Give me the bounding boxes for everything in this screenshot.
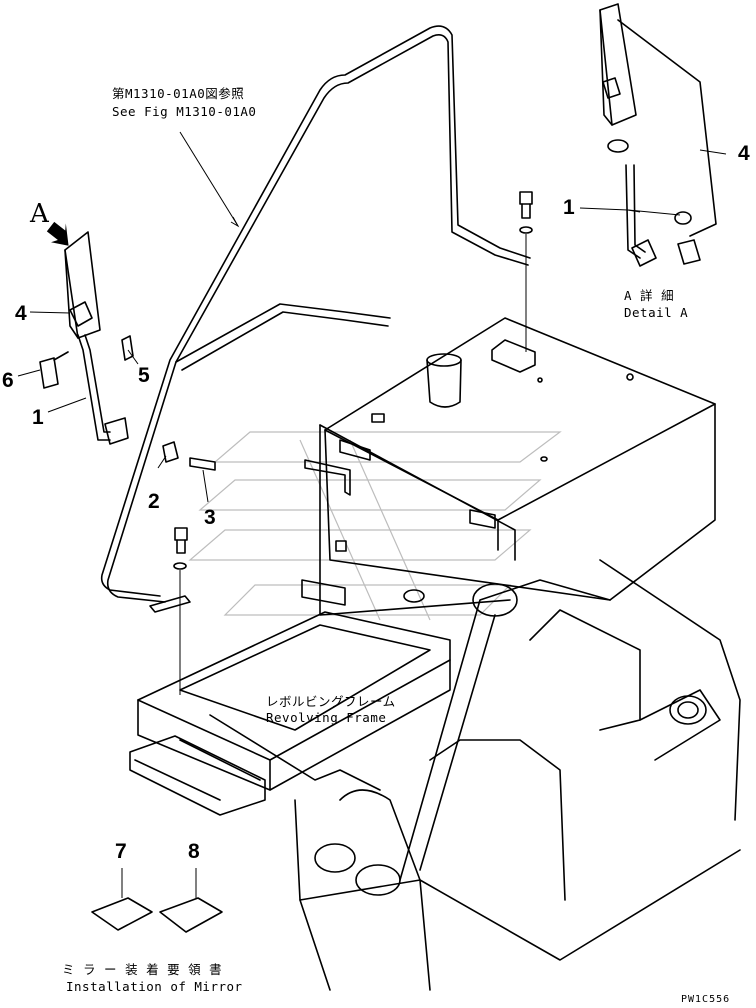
revolving-frame-label-jp: レボルビングフレーム [266, 694, 396, 709]
view-arrow-a [46, 221, 69, 246]
revolving-frame-label-en: Revolving Frame [266, 710, 386, 725]
callout-1-detail: 1 [563, 196, 575, 219]
view-marker-a: A [29, 199, 50, 229]
detail-a-drawing [599, 3, 717, 267]
see-fig-note-en: See Fig M1310-01A0 [112, 104, 256, 119]
watermark-logo [188, 431, 562, 621]
detail-a-title-jp: A 詳 細 [624, 288, 674, 303]
install-mirror-note-jp: ミ ラ ー 装 着 要 領 書 [62, 962, 222, 977]
callout-8: 8 [188, 840, 200, 863]
callout-2: 2 [148, 490, 160, 513]
callout-4-main: 4 [15, 302, 27, 325]
callout-4-detail: 4 [738, 142, 750, 165]
callout-1-main: 1 [32, 406, 44, 429]
callout-3: 3 [204, 506, 216, 529]
handrail [100, 25, 531, 613]
bolt-tank [519, 191, 533, 352]
mirror-assembly [39, 231, 216, 471]
revolving-frame [129, 559, 741, 991]
label-sheets [91, 868, 223, 933]
install-mirror-note-en: Installation of Mirror [66, 979, 243, 994]
callout-5: 5 [138, 364, 150, 387]
see-fig-note-jp: 第M1310-01A0図参照 [112, 86, 244, 101]
bolt-frame [173, 527, 188, 695]
callout-6: 6 [2, 369, 14, 392]
detail-a-title-en: Detail A [624, 305, 688, 320]
drawing-reference: PW1C556 [681, 994, 730, 1005]
leader-lines [17, 131, 727, 503]
callout-7: 7 [115, 840, 127, 863]
fuel-tank [301, 317, 716, 616]
